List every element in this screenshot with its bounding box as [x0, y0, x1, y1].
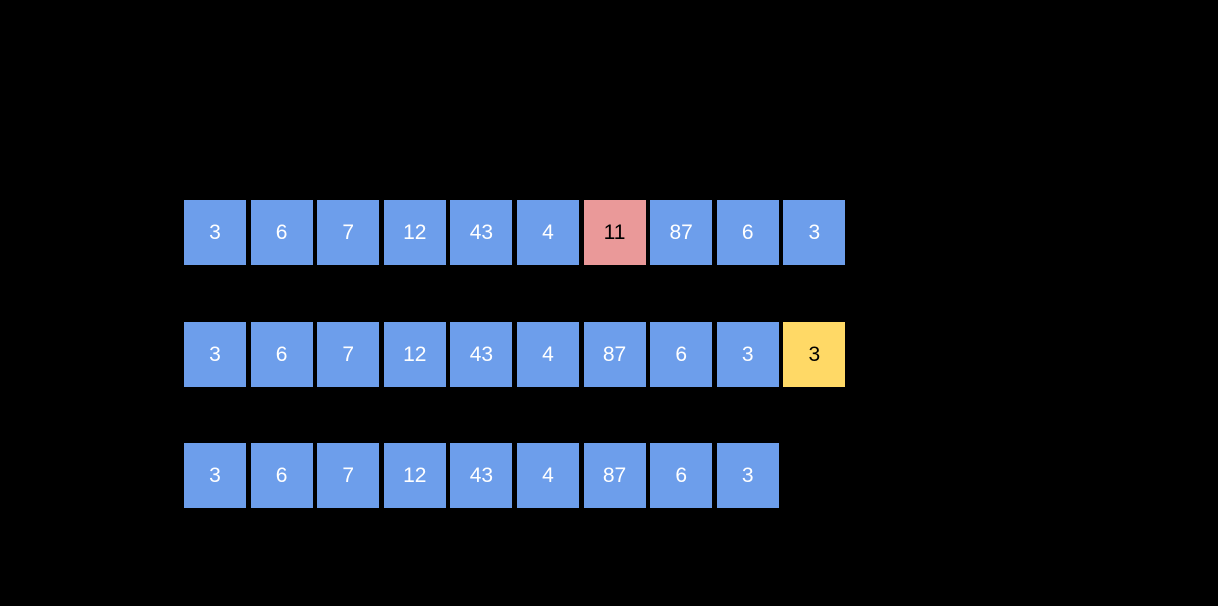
array-cell-default: 4	[516, 200, 579, 265]
array-cell-default: 6	[650, 322, 713, 387]
array-cell-default: 4	[516, 443, 579, 508]
array-cell-default: 6	[250, 443, 313, 508]
array-cell-default: 43	[450, 443, 513, 508]
array-cell-default: 7	[317, 322, 380, 387]
array-cell-default: 3	[783, 200, 846, 265]
array-cell-default: 6	[716, 200, 779, 265]
array-cell-default: 43	[450, 200, 513, 265]
array-cell-default: 3	[184, 443, 246, 508]
array-cell-default: 7	[317, 443, 380, 508]
array-cell-default: 12	[383, 443, 446, 508]
array-cell-default: 4	[516, 322, 579, 387]
array-cell-default: 43	[450, 322, 513, 387]
array-cell-default: 6	[650, 443, 713, 508]
array-cell-default: 12	[383, 322, 446, 387]
array-cell-default: 6	[250, 200, 313, 265]
array-cell-default: 87	[583, 443, 646, 508]
array-cell-default: 7	[317, 200, 380, 265]
array-cell-default: 3	[184, 200, 246, 265]
array-cell-default: 87	[650, 200, 713, 265]
array-cell-default: 3	[716, 322, 779, 387]
array-cell-default: 12	[383, 200, 446, 265]
array-cell-default: 6	[250, 322, 313, 387]
array-cell-default: 3	[716, 443, 779, 508]
array-cell-removed: 11	[583, 200, 646, 265]
array-cell-default: 3	[184, 322, 246, 387]
array-cell-default: 87	[583, 322, 646, 387]
array-cell-appended: 3	[783, 322, 846, 387]
